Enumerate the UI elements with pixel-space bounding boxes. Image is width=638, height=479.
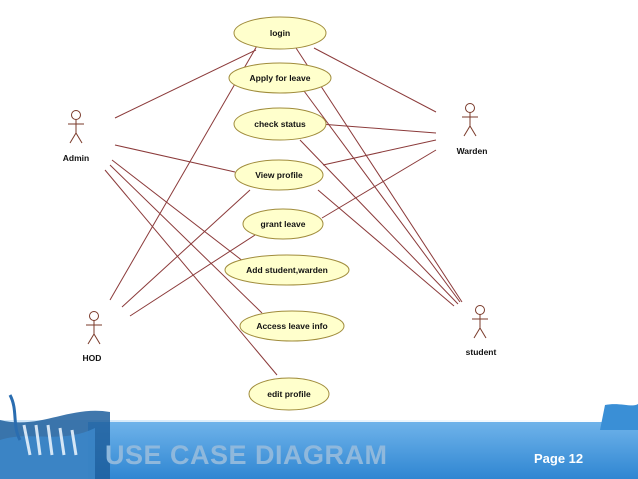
- line-student-apply: [303, 90, 461, 303]
- line-warden-login: [313, 47, 437, 113]
- line-hod-profile: [121, 189, 251, 308]
- actor-hod-label: HOD: [83, 353, 102, 363]
- footer-decoration: [0, 394, 638, 479]
- association-lines: [104, 43, 463, 376]
- usecase-grant-leave-label: grant leave: [261, 219, 306, 229]
- line-admin-edit: [104, 169, 278, 376]
- usecase-login: login: [233, 16, 327, 50]
- line-warden-grant: [321, 149, 437, 219]
- line-hod-login: [109, 43, 259, 301]
- actor-student-icon: [472, 305, 488, 339]
- usecase-access-leave-info: Access leave info: [239, 310, 345, 342]
- usecase-check-status-label: check status: [254, 119, 306, 129]
- usecase-access-leave-info-label: Access leave info: [256, 321, 327, 331]
- line-admin-access: [109, 164, 263, 314]
- line-hod-grant: [129, 234, 256, 317]
- actors: [68, 103, 488, 345]
- usecase-add-student-warden-label: Add student,warden: [246, 265, 328, 275]
- usecase-view-profile-label: View profile: [255, 170, 303, 180]
- usecase-edit-profile: edit profile: [248, 377, 330, 411]
- actor-admin-icon: [68, 110, 84, 144]
- line-student-profile: [317, 189, 455, 307]
- line-admin-add: [111, 159, 249, 266]
- usecase-apply-for-leave-label: Apply for leave: [250, 73, 311, 83]
- line-admin-login: [114, 49, 257, 119]
- actor-warden-icon: [462, 103, 478, 137]
- usecase-apply-for-leave: Apply for leave: [228, 62, 332, 94]
- line-admin-profile: [114, 144, 236, 173]
- usecase-add-student-warden: Add student,warden: [224, 254, 350, 286]
- line-warden-profile: [322, 139, 437, 166]
- line-warden-status: [319, 123, 437, 134]
- line-student-login: [295, 47, 463, 303]
- actor-student-label: student: [466, 347, 497, 357]
- page-number: Page 12: [534, 451, 584, 466]
- actor-warden-label: Warden: [457, 146, 488, 156]
- usecase-check-status: check status: [233, 107, 327, 141]
- actor-admin-label: Admin: [63, 153, 89, 163]
- usecase-grant-leave: grant leave: [242, 208, 324, 240]
- usecase-edit-profile-label: edit profile: [267, 389, 311, 399]
- actor-hod-icon: [86, 311, 102, 345]
- line-student-status: [299, 139, 459, 305]
- use-cases: login Apply for leave check status View …: [224, 16, 350, 411]
- slide-title: USE CASE DIAGRAM: [105, 440, 388, 470]
- usecase-view-profile: View profile: [234, 159, 324, 191]
- usecase-login-label: login: [270, 28, 290, 38]
